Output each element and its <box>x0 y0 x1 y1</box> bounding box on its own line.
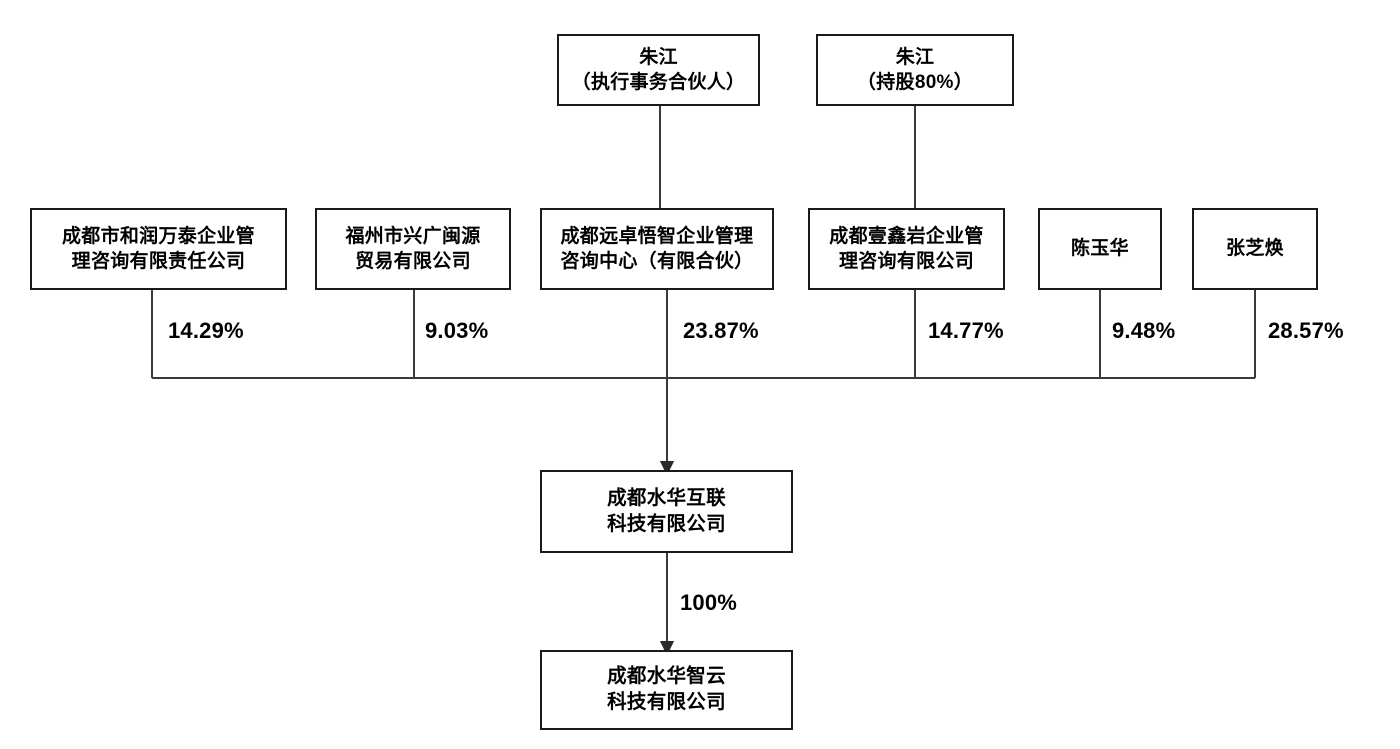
node-zhangzhihuan[interactable]: 张芝焕 <box>1192 208 1318 290</box>
percent-label-chenyuhua: 9.48% <box>1112 318 1176 343</box>
percent-label-subsidiary: 100% <box>680 590 738 615</box>
node-label-zhujiang-80: 朱江 （持股80%） <box>856 46 974 93</box>
node-zhujiang-80[interactable]: 朱江 （持股80%） <box>816 34 1014 106</box>
node-label-hrwt: 成都市和润万泰企业管 理咨询有限责任公司 <box>61 225 255 272</box>
node-xgmy[interactable]: 福州市兴广闽源 贸易有限公司 <box>315 208 511 290</box>
node-shuihua-zhiyun[interactable]: 成都水华智云 科技有限公司 <box>540 650 793 730</box>
node-shuihua-hulian[interactable]: 成都水华互联 科技有限公司 <box>540 470 793 553</box>
node-label-yzwz: 成都远卓悟智企业管理 咨询中心（有限合伙） <box>560 225 754 272</box>
percent-label-zhangzhihuan: 28.57% <box>1268 318 1344 343</box>
node-label-zhujiang-partner: 朱江 （执行事务合伙人） <box>571 46 746 93</box>
node-chenyuhua[interactable]: 陈玉华 <box>1038 208 1162 290</box>
node-yxy[interactable]: 成都壹鑫岩企业管 理咨询有限公司 <box>808 208 1005 290</box>
percent-label-yxy: 14.77% <box>928 318 1004 343</box>
percent-label-xgmy: 9.03% <box>425 318 489 343</box>
node-label-chenyuhua: 陈玉华 <box>1071 238 1129 260</box>
node-label-yxy: 成都壹鑫岩企业管 理咨询有限公司 <box>829 225 984 272</box>
node-label-shuihua-zhiyun: 成都水华智云 科技有限公司 <box>607 665 726 713</box>
node-label-xgmy: 福州市兴广闽源 贸易有限公司 <box>345 225 481 272</box>
node-hrwt[interactable]: 成都市和润万泰企业管 理咨询有限责任公司 <box>30 208 287 290</box>
node-zhujiang-partner[interactable]: 朱江 （执行事务合伙人） <box>557 34 760 106</box>
edges-group <box>151 106 1256 656</box>
percent-label-yzwz: 23.87% <box>683 318 759 343</box>
node-label-zhangzhihuan: 张芝焕 <box>1226 238 1284 260</box>
node-label-shuihua-hulian: 成都水华互联 科技有限公司 <box>607 486 726 535</box>
node-yzwz[interactable]: 成都远卓悟智企业管理 咨询中心（有限合伙） <box>540 208 774 290</box>
percent-label-hrwt: 14.29% <box>168 318 244 343</box>
